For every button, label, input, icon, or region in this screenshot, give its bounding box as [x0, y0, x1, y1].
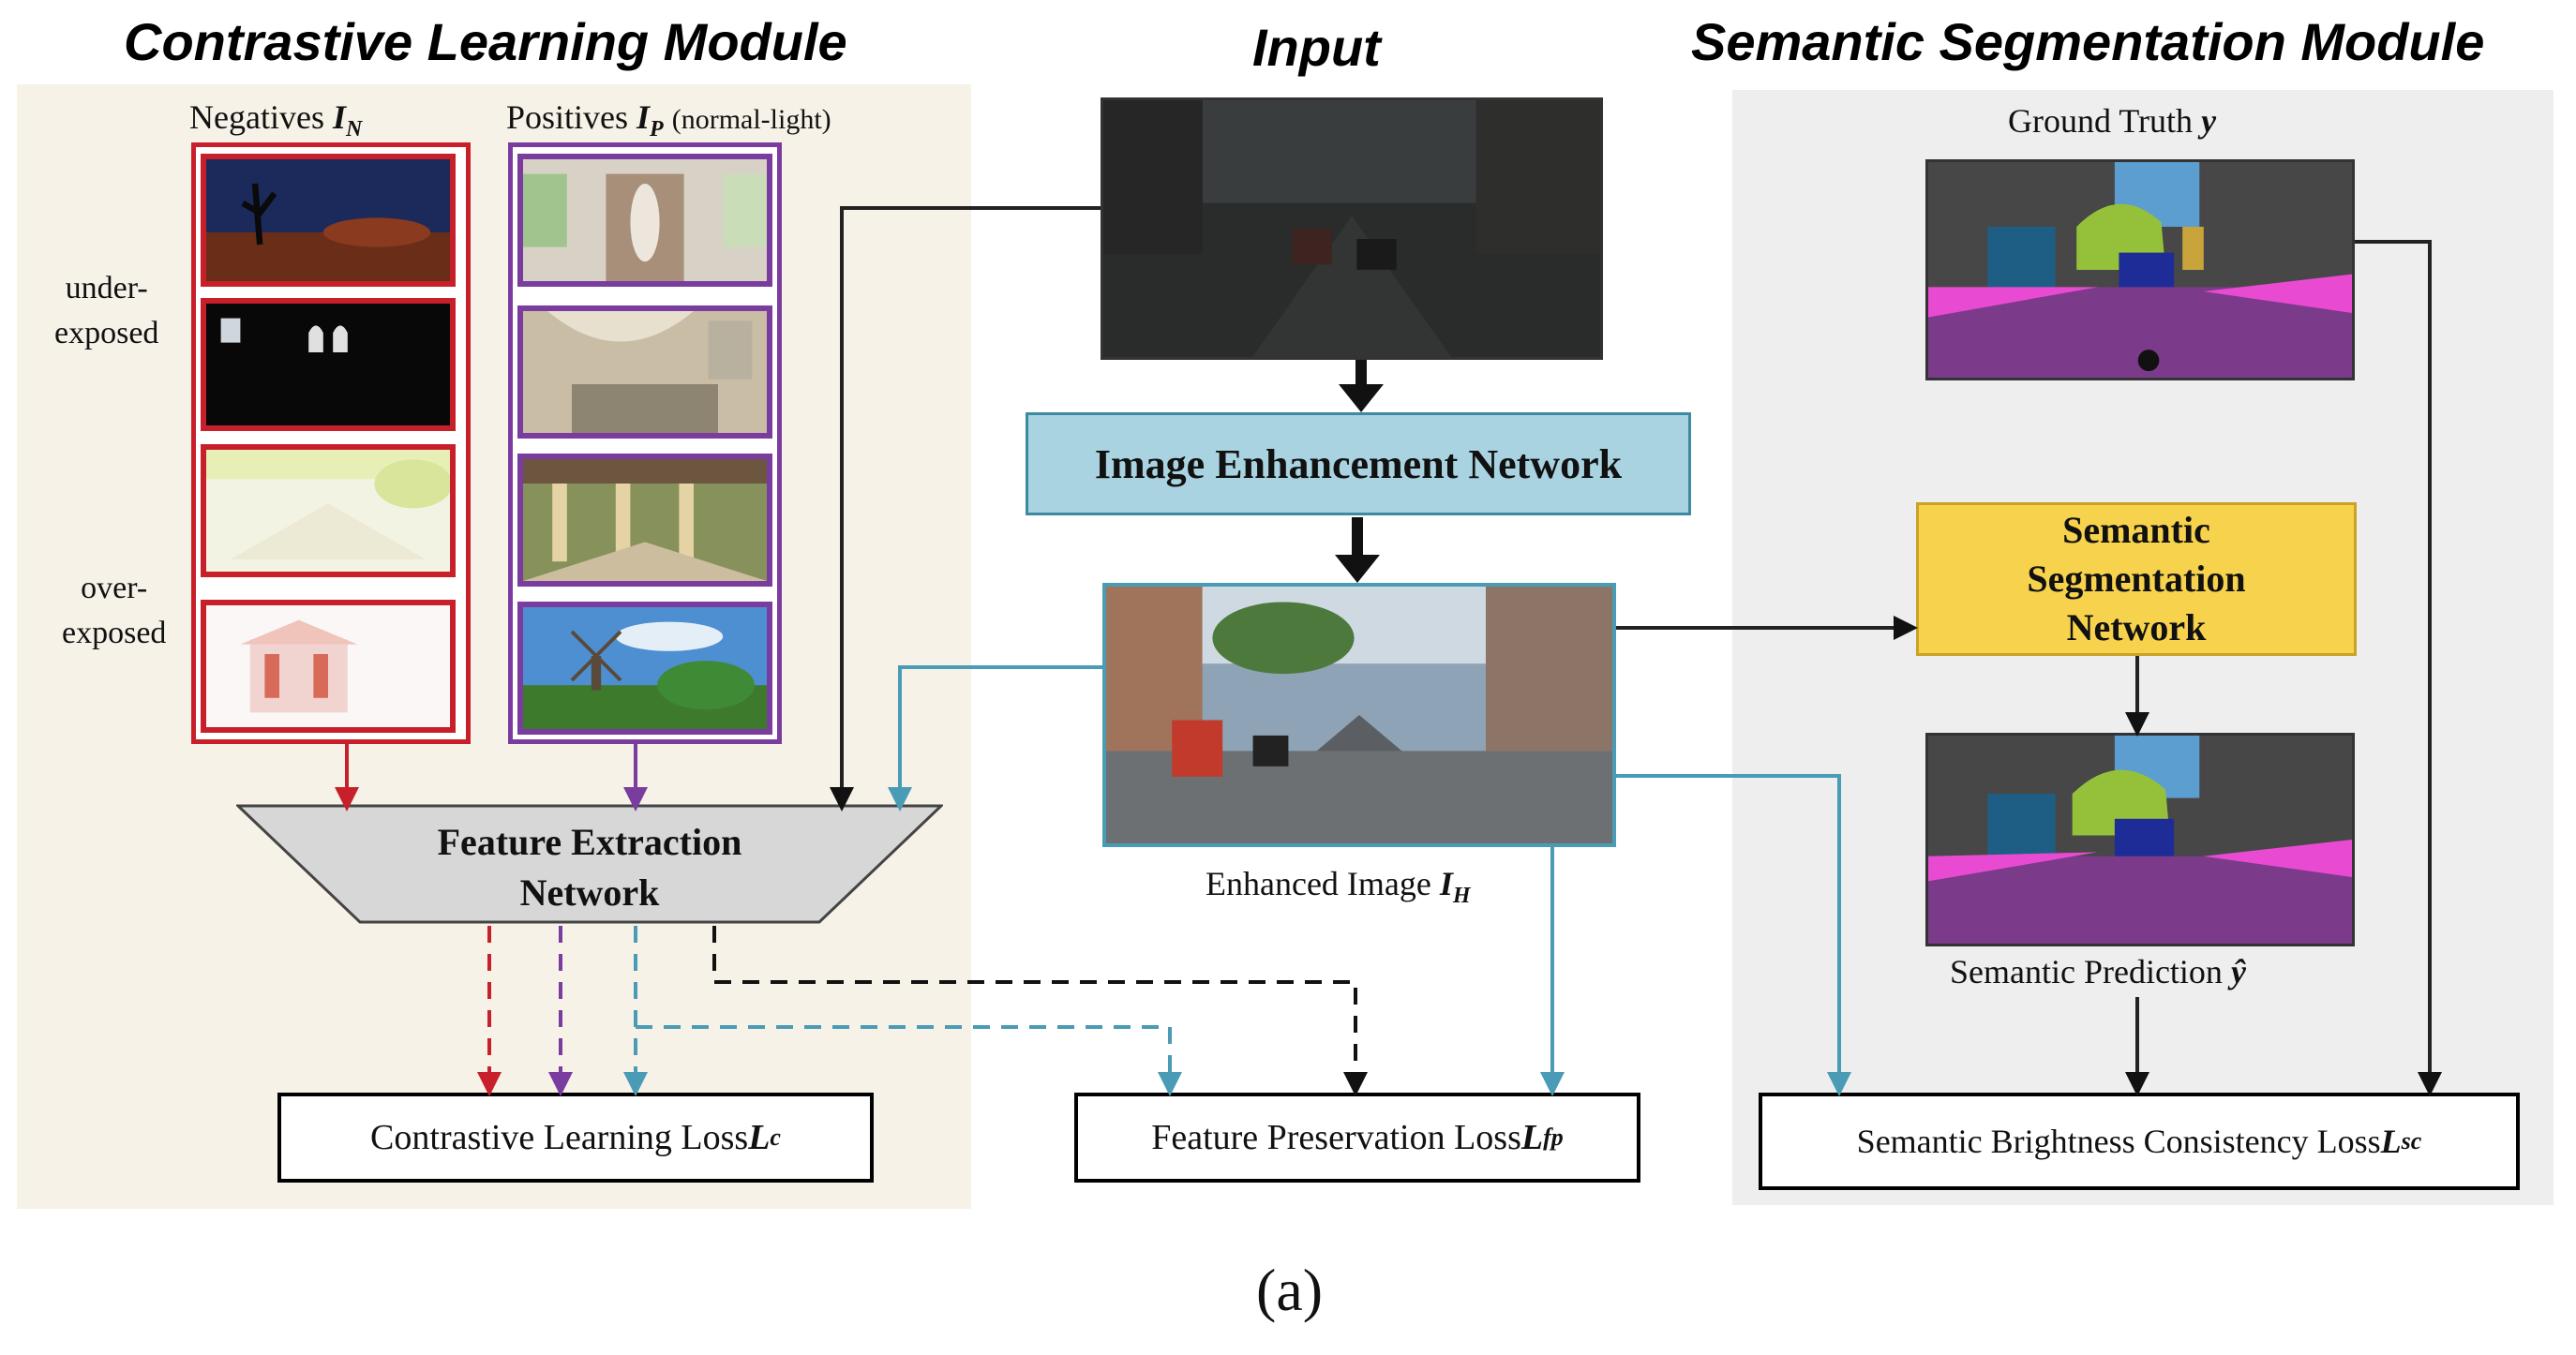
under-exposed-label: under-exposed	[54, 271, 159, 350]
negative-image-overexposed-house	[201, 600, 456, 733]
ground-truth-label: Ground Truth y	[2008, 102, 2217, 140]
contrastive-module-title: Contrastive Learning Module	[124, 12, 847, 71]
figure-caption: (a)	[1256, 1257, 1324, 1323]
positive-image-statue	[517, 154, 772, 287]
feature-extraction-network-shape	[236, 804, 943, 924]
ground-truth-image	[1925, 159, 2355, 380]
image-enhancement-network: Image Enhancement Network	[1026, 412, 1691, 515]
positives-label: Positives IP (normal-light)	[506, 98, 831, 142]
input-lowlight-image	[1101, 97, 1603, 360]
positive-image-colonnade	[517, 454, 772, 587]
negative-image-overexposed-path	[201, 444, 456, 577]
enhanced-image	[1102, 583, 1616, 847]
segmentation-module-title: Semantic Segmentation Module	[1691, 12, 2485, 71]
negative-image-desert-night	[201, 154, 456, 287]
input-title: Input	[1252, 18, 1381, 77]
positive-image-windmill	[517, 602, 772, 735]
over-exposed-label: over-exposed	[62, 571, 167, 650]
negative-image-dark-interior	[201, 298, 456, 431]
contrastive-module-panel	[17, 84, 971, 1209]
semantic-prediction-label: Semantic Prediction ŷ	[1950, 953, 2246, 990]
negatives-label: Negatives IN	[189, 98, 363, 142]
semantic-prediction-image	[1925, 733, 2355, 946]
positive-image-hall	[517, 305, 772, 439]
enhanced-image-label: Enhanced Image IH	[1206, 865, 1471, 909]
